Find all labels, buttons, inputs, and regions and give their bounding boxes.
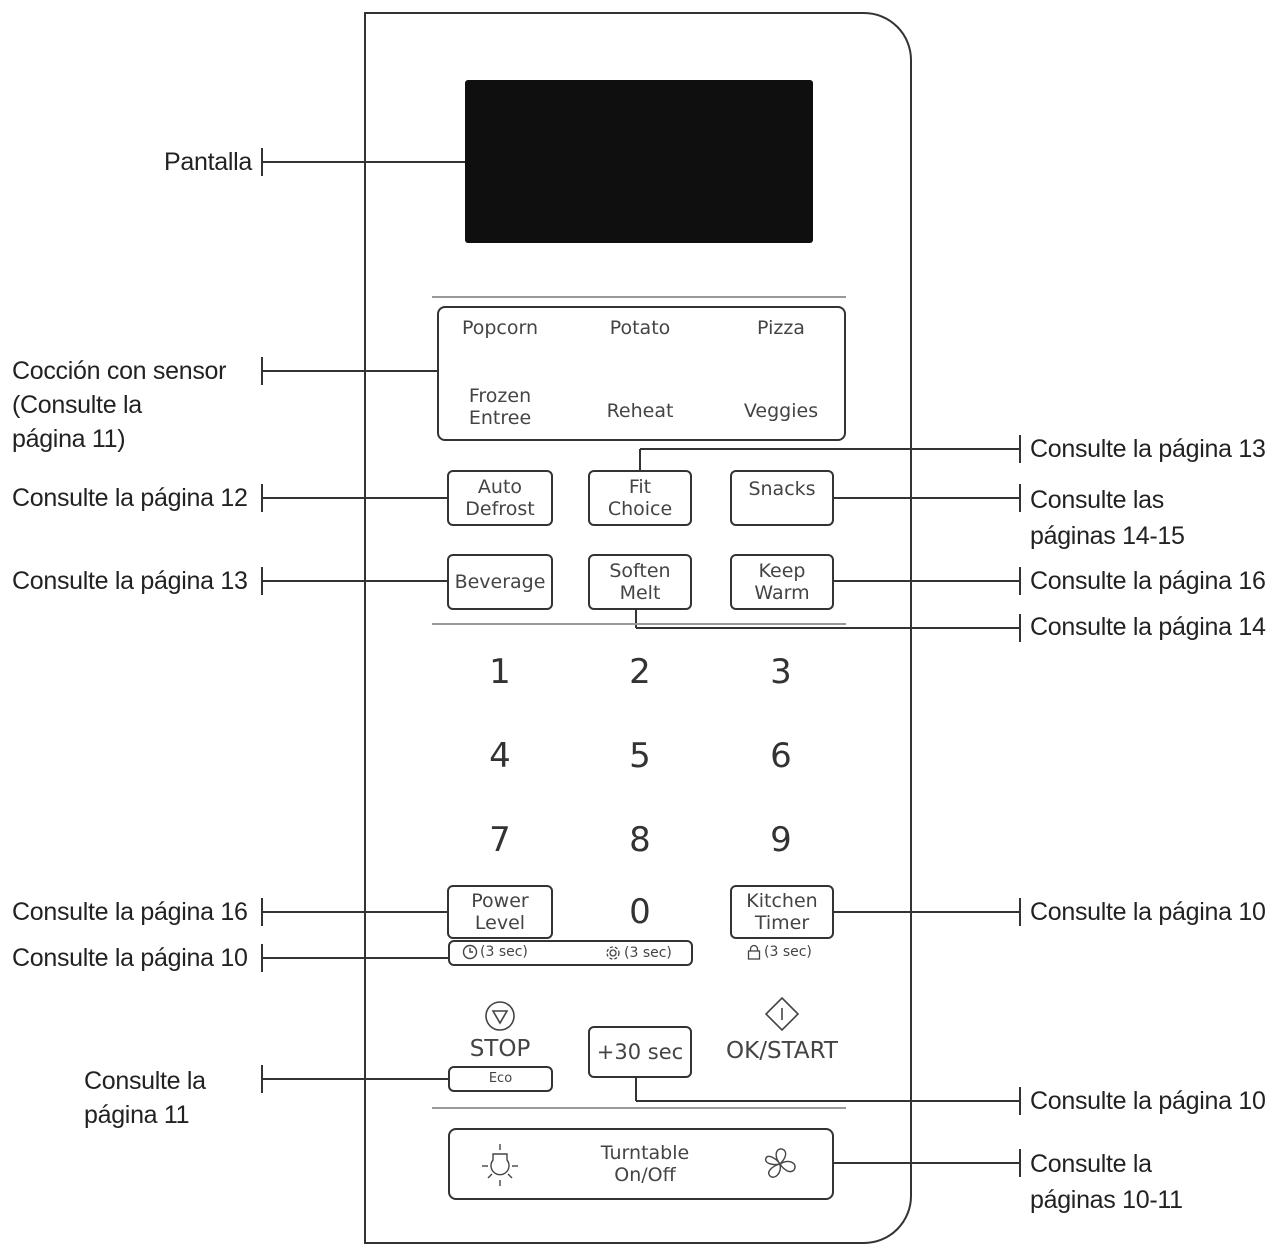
divider: [432, 296, 846, 298]
label-pag13-left: Consulte la página 13: [12, 567, 248, 595]
stop-icon: [485, 1001, 515, 1031]
label-pantalla: Pantalla: [164, 148, 252, 176]
divider: [432, 1107, 846, 1109]
kitchen-timer-button[interactable]: Kitchen Timer: [730, 885, 834, 939]
lock-hold-group[interactable]: (3 sec): [746, 944, 812, 960]
label-pag12: Consulte la página 12: [12, 484, 248, 512]
control-panel: [364, 12, 912, 1244]
reheat-button[interactable]: Reheat: [606, 400, 674, 422]
key-9[interactable]: 9: [770, 820, 792, 860]
pizza-button[interactable]: Pizza: [757, 317, 805, 339]
power-level-button[interactable]: Power Level: [447, 885, 553, 939]
key-6[interactable]: 6: [770, 736, 792, 776]
label-pag10-right-30sec: Consulte la página 10: [1030, 1087, 1266, 1115]
key-2[interactable]: 2: [629, 652, 651, 692]
turntable-button[interactable]: Turntable On/Off: [600, 1142, 690, 1186]
ok-start-button[interactable]: OK/START: [726, 1038, 838, 1064]
sensor-cooking-group: [437, 306, 846, 441]
auto-defrost-button[interactable]: Auto Defrost: [447, 470, 553, 526]
label-coccion-sensor: Cocción con sensor (Consulte la página 1…: [12, 357, 227, 453]
veggies-button[interactable]: Veggies: [743, 400, 819, 422]
fan-icon[interactable]: [760, 1144, 804, 1184]
settings-hold-label: (3 sec): [624, 945, 672, 961]
lock-hold-label: (3 sec): [764, 944, 812, 960]
label-pag14-15: Consulte las páginas 14-15: [1030, 486, 1185, 550]
label-pag10-right-timer: Consulte la página 10: [1030, 898, 1266, 926]
display-screen: [465, 80, 813, 243]
frozen-entree-button[interactable]: Frozen Entree: [468, 385, 532, 429]
snacks-button[interactable]: Snacks: [730, 470, 834, 526]
light-bulb-icon[interactable]: [476, 1142, 524, 1188]
key-4[interactable]: 4: [489, 736, 511, 776]
stop-button[interactable]: STOP: [469, 1036, 531, 1062]
clock-hold-label: (3 sec): [480, 944, 528, 960]
keep-warm-button[interactable]: Keep Warm: [730, 554, 834, 610]
settings-hold-group[interactable]: (3 sec): [604, 944, 672, 962]
gear-icon: [606, 946, 620, 960]
label-pag16-right: Consulte la página 16: [1030, 567, 1266, 595]
key-8[interactable]: 8: [629, 820, 651, 860]
clock-icon: [462, 944, 478, 960]
fit-choice-button[interactable]: Fit Choice: [588, 470, 692, 526]
label-pag11-left: Consulte la página 11: [84, 1067, 206, 1129]
key-0[interactable]: 0: [629, 892, 651, 932]
key-5[interactable]: 5: [629, 736, 651, 776]
clock-hold-group[interactable]: (3 sec): [462, 944, 528, 960]
key-1[interactable]: 1: [489, 652, 511, 692]
start-icon: [764, 996, 800, 1032]
hold-function-bar: [448, 940, 693, 966]
potato-button[interactable]: Potato: [609, 317, 671, 339]
label-pag10-11: Consulte la páginas 10-11: [1030, 1150, 1183, 1214]
divider: [432, 623, 846, 625]
plus-30-sec-button[interactable]: +30 sec: [588, 1026, 692, 1078]
label-pag10-left: Consulte la página 10: [12, 944, 248, 972]
popcorn-button[interactable]: Popcorn: [461, 317, 539, 339]
key-3[interactable]: 3: [770, 652, 792, 692]
beverage-button[interactable]: Beverage: [447, 554, 553, 610]
label-pag14: Consulte la página 14: [1030, 613, 1266, 641]
label-pag13-right: Consulte la página 13: [1030, 435, 1266, 463]
soften-melt-button[interactable]: Soften Melt: [588, 554, 692, 610]
eco-button[interactable]: Eco: [448, 1066, 553, 1092]
turntable-bar: [448, 1128, 834, 1200]
key-7[interactable]: 7: [489, 820, 511, 860]
label-pag16-left: Consulte la página 16: [12, 898, 248, 926]
lock-icon: [747, 944, 761, 960]
